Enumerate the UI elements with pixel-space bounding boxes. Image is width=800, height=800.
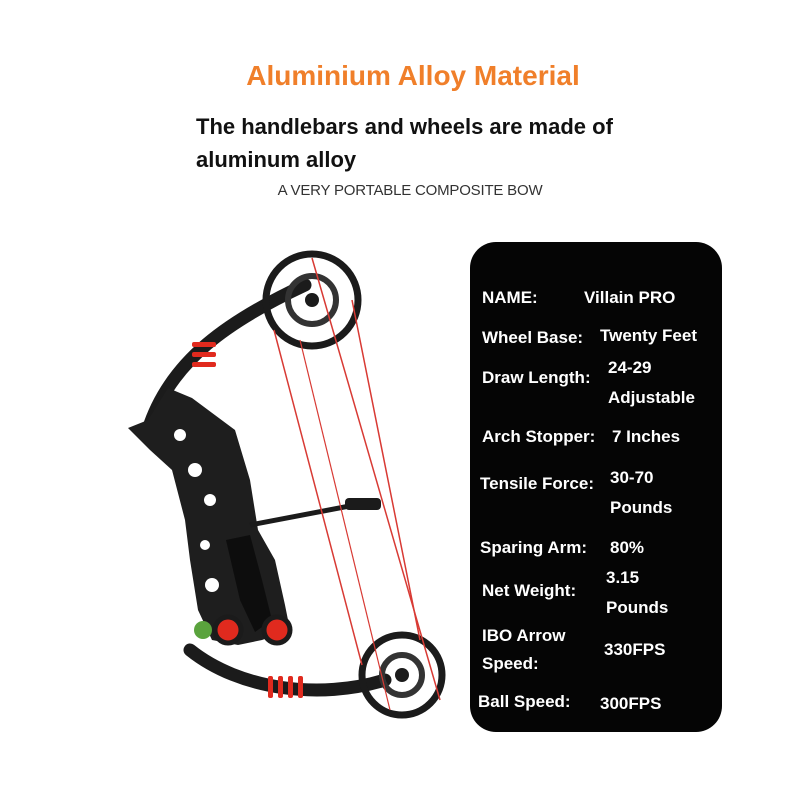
lower-dampers bbox=[268, 676, 303, 698]
lower-cam bbox=[358, 631, 446, 719]
spec-value-tensile-force-2: Pounds bbox=[610, 498, 673, 517]
spec-label-draw-length: Draw Length: bbox=[482, 368, 591, 387]
spec-value-ball-speed: 300FPS bbox=[600, 694, 662, 713]
spec-label-arch-stopper: Arch Stopper: bbox=[482, 427, 596, 446]
spec-value-draw-length-1: 24-29 bbox=[608, 358, 652, 377]
subtitle-line-1: The handlebars and wheels are made of bbox=[196, 114, 613, 139]
spec-label-tensile-force: Tensile Force: bbox=[480, 474, 594, 493]
bow-string bbox=[273, 329, 363, 666]
spec-value-ibo-speed: 330FPS bbox=[604, 640, 666, 659]
page-title: Aluminium Alloy Material bbox=[246, 60, 580, 91]
spec-panel: NAME: Villain PRO Wheel Base: Twenty Fee… bbox=[470, 242, 722, 732]
spec-label-ball-speed: Ball Speed: bbox=[478, 692, 571, 711]
spec-value-arch-stopper: 7 Inches bbox=[612, 427, 681, 446]
subtitle-line-2: aluminum alloy bbox=[196, 147, 357, 172]
spec-label-ibo-speed-1: IBO Arrow bbox=[482, 626, 566, 645]
spec-label-name: NAME: bbox=[482, 288, 538, 307]
grip bbox=[226, 535, 272, 632]
spec-value-net-weight-2: Pounds bbox=[606, 598, 669, 617]
lower-pivot-left bbox=[212, 614, 244, 646]
spec-value-net-weight-1: 3.15 bbox=[606, 568, 640, 587]
bow-cable-1 bbox=[311, 257, 441, 701]
lower-limb bbox=[183, 643, 392, 697]
stabilizer-rod bbox=[249, 502, 356, 528]
upper-dampers bbox=[192, 342, 216, 367]
spec-value-wheel-base: Twenty Feet bbox=[600, 326, 697, 345]
spec-label-sparing-arm: Sparing Arm: bbox=[480, 538, 588, 557]
spec-label-wheel-base: Wheel Base: bbox=[482, 328, 584, 347]
upper-cam bbox=[262, 250, 362, 350]
spec-value-name: Villain PRO bbox=[584, 288, 676, 307]
spec-label-ibo-speed-2: Speed: bbox=[482, 654, 539, 673]
spec-label-net-weight: Net Weight: bbox=[482, 581, 577, 600]
lower-pivot-right bbox=[261, 614, 293, 646]
tagline: A VERY PORTABLE COMPOSITE BOW bbox=[277, 182, 543, 199]
spec-value-sparing-arm: 80% bbox=[610, 538, 645, 557]
bow-cable-2 bbox=[351, 299, 421, 641]
spec-value-draw-length-2: Adjustable bbox=[608, 388, 695, 407]
spec-value-tensile-force-1: 30-70 bbox=[610, 468, 654, 487]
subtitle: The handlebars and wheels are made of al… bbox=[196, 110, 666, 176]
